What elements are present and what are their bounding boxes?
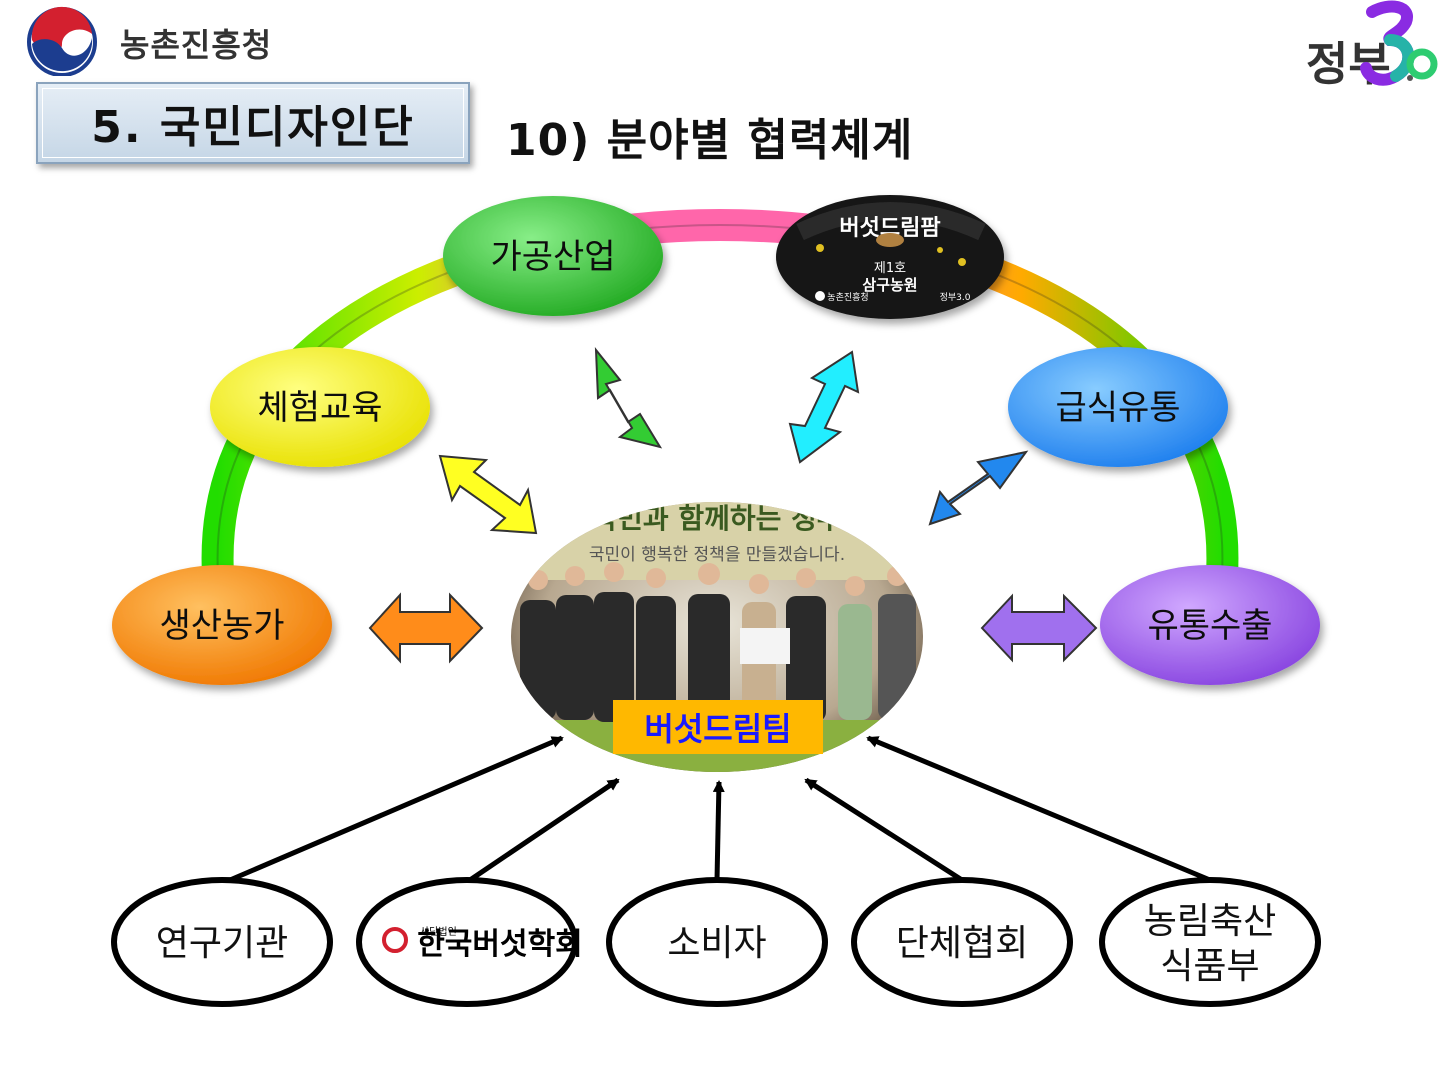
node-export-label: 유통수출 — [1147, 606, 1272, 646]
arrow-processing — [594, 346, 663, 449]
society-emblem-icon — [382, 927, 408, 953]
node-distribution-label: 급식유통 — [1055, 388, 1180, 428]
arrow-ministry — [866, 735, 1211, 883]
arrow-society — [468, 777, 620, 883]
sign-footer-right: 정부3.0 — [940, 292, 971, 303]
node-processing-label: 가공산업 — [490, 237, 615, 277]
arrow-research — [229, 735, 564, 883]
agency-name: 농촌진흥청 — [120, 26, 273, 64]
sign-plaque-image: 버섯드림팜 제1호 삼구농원 농촌진흥청 정부3.0 — [776, 195, 1004, 319]
node-society: 사단법인 한국버섯학회 — [356, 877, 583, 1007]
people-group — [520, 592, 916, 724]
node-ministry: 농림축산 식품부 — [1099, 877, 1321, 1007]
sign-footer-left: 농촌진흥청 — [827, 291, 868, 303]
photo-banner-sub: 국민이 행복한 정책을 만들겠습니다. — [589, 545, 845, 565]
sign-line1: 제1호 — [874, 261, 906, 276]
arrow-export — [980, 593, 1098, 663]
node-distribution: 급식유통 — [1008, 347, 1228, 467]
node-society-label: 한국버섯학회 — [417, 927, 583, 962]
photo-banner-top: 국민과 함께하는 정부 — [591, 502, 842, 535]
section-label-box: 5. 국민디자인단 — [36, 82, 470, 164]
node-consumer: 소비자 — [606, 877, 828, 1007]
arrow-education — [438, 454, 538, 535]
section-label: 5. 국민디자인단 — [42, 88, 464, 158]
team-label: 버섯드림팀 — [644, 710, 791, 748]
node-consumer-label: 소비자 — [667, 923, 766, 964]
node-association: 단체협회 — [851, 877, 1073, 1007]
node-production: 생산농가 — [112, 565, 332, 685]
node-research: 연구기관 — [111, 877, 333, 1007]
node-association-label: 단체협회 — [896, 923, 1028, 964]
agency-emblem-icon — [27, 6, 97, 76]
arrow-consumer — [712, 780, 725, 881]
node-ministry-label-line2: 식품부 — [1160, 946, 1259, 987]
node-research-label: 연구기관 — [156, 923, 288, 964]
node-export: 유통수출 — [1100, 565, 1320, 685]
arrow-distribution — [928, 450, 1029, 526]
node-processing: 가공산업 — [443, 196, 663, 316]
arrow-production — [368, 592, 484, 664]
connector-arrows — [229, 735, 1211, 883]
node-education-label: 체험교육 — [257, 388, 382, 428]
society-prefix: 사단법인 — [420, 926, 457, 938]
node-production-label: 생산농가 — [159, 606, 284, 646]
arrow-association — [804, 777, 964, 883]
gov30-logo-icon: 정부 — [1306, 0, 1438, 90]
center-team-photo: 국민과 함께하는 정부 국민이 행복한 정책을 만들겠습니다. — [511, 502, 923, 772]
arrow-sign — [788, 350, 860, 464]
node-ministry-label-line1: 농림축산 — [1144, 901, 1276, 942]
sign-line2: 삼구농원 — [862, 276, 917, 294]
node-education: 체험교육 — [210, 347, 430, 467]
slide-title: 10) 분야별 협력체계 — [506, 115, 914, 166]
